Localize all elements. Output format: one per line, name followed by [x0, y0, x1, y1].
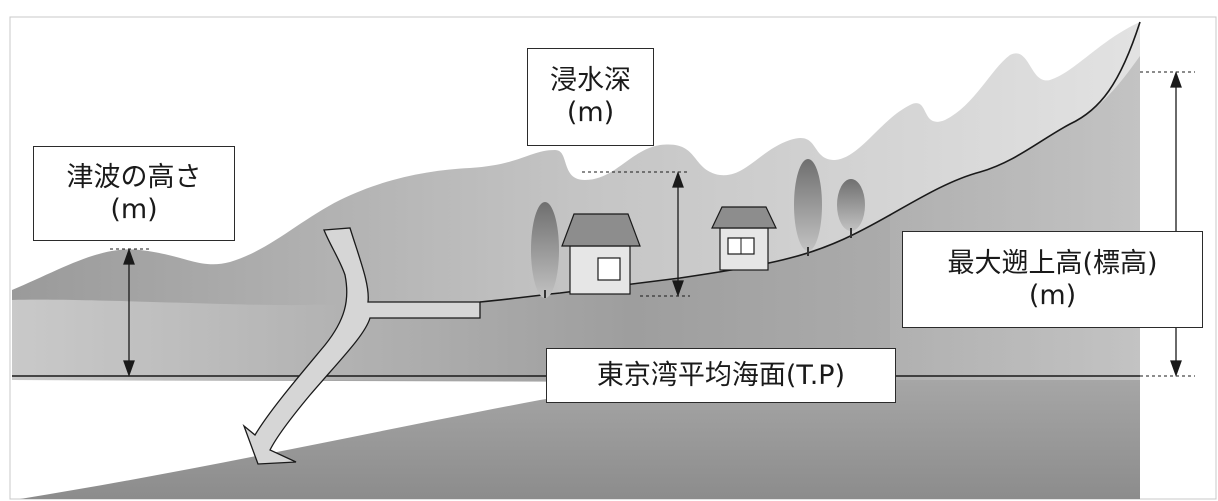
inundation-depth-title: 浸水深 [550, 65, 631, 96]
datum-text: 東京湾平均海面(T.P) [596, 359, 846, 391]
max-runup-height-label: 最大遡上高(標高) (m) [902, 231, 1203, 328]
tree-icon [531, 202, 559, 298]
inundation-depth-arrow [672, 171, 684, 297]
tree-icon [794, 159, 822, 256]
reference-lines [110, 71, 1195, 377]
tsunami-height-arrow [123, 248, 135, 377]
river-channel [242, 227, 481, 465]
ground-slope [12, 56, 1140, 380]
datum-label: 東京湾平均海面(T.P) [546, 348, 896, 403]
sea [12, 380, 1140, 499]
inundation-depth-unit: (m) [566, 97, 615, 128]
inundation-depth-label: 浸水深 (m) [527, 48, 654, 146]
tsunami-height-unit: (m) [110, 193, 158, 225]
tsunami-height-title: 津波の高さ [66, 161, 202, 193]
max-runup-height-title: 最大遡上高(標高) [947, 247, 1158, 279]
tsunami-height-label: 津波の高さ (m) [33, 146, 235, 241]
house-icon [711, 206, 777, 271]
house-icon [561, 213, 641, 295]
tree-icon [837, 179, 865, 238]
max-runup-height-unit: (m) [1028, 279, 1077, 311]
